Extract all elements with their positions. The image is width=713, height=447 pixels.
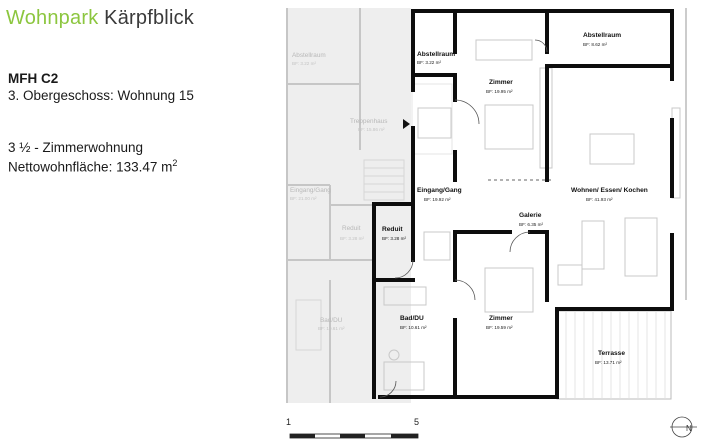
ghost-treppenhaus-area: BF: 15.86 m² xyxy=(358,127,385,132)
area-galerie: BF: 6.35 m² xyxy=(519,222,543,227)
neighbour-stair xyxy=(295,83,453,351)
area-terrasse: BF: 13.71 m² xyxy=(595,360,622,365)
label-eingang: Eingang/Gang xyxy=(417,187,462,194)
area-wohnen: BF: 41.93 m² xyxy=(586,197,613,202)
north-arrow-icon: N xyxy=(670,416,697,438)
label-abstellraum-a: Abstellraum xyxy=(417,51,455,58)
label-bad: Bad/DU xyxy=(400,315,424,322)
label-reduit: Reduit xyxy=(382,226,403,233)
label-zimmer-1: Zimmer xyxy=(489,79,513,86)
neighbour-unit: Abstellraum BF: 3.22 m² Treppenhaus BF: … xyxy=(286,8,453,403)
ghost-abstellraum-name: Abstellraum xyxy=(292,52,326,59)
ghost-abstellraum-area: BF: 3.22 m² xyxy=(292,61,316,66)
ghost-reduit-area: BF: 3.28 m² xyxy=(340,236,364,241)
neighbour-walls xyxy=(286,8,372,403)
ghost-treppenhaus-name: Treppenhaus xyxy=(350,118,387,125)
area-abstellraum-b: BF: 8.62 m² xyxy=(583,42,607,47)
area-abstellraum-a: BF: 3.22 m² xyxy=(417,60,441,65)
brand-title: Wohnpark Kärpfblick xyxy=(6,6,194,30)
ghost-eingang-name: Eingang/Gang xyxy=(290,187,331,194)
entrance-arrow-icon xyxy=(403,119,410,129)
area-eingang: BF: 19.92 m² xyxy=(424,197,451,202)
building-code: MFH C2 xyxy=(8,71,59,86)
net-area-unit-sup: 2 xyxy=(172,158,178,168)
ghost-eingang-area: BF: 21.00 m² xyxy=(290,196,317,201)
label-terrasse: Terrasse xyxy=(598,350,625,357)
scale-end-label: 5 xyxy=(414,417,419,427)
furniture xyxy=(383,39,681,391)
label-zimmer-2: Zimmer xyxy=(489,315,513,322)
door-swings xyxy=(379,39,548,398)
scale-bar: 1 5 xyxy=(286,417,419,439)
label-abstellraum-b: Abstellraum xyxy=(583,32,621,39)
label-galerie: Galerie xyxy=(519,212,542,219)
area-zimmer-1: BF: 19.95 m² xyxy=(486,89,513,94)
ghost-reduit-name: Reduit xyxy=(342,225,361,232)
brand-name-part2: Kärpfblick xyxy=(104,7,194,29)
brand-name-part1: Wohnpark xyxy=(6,7,99,29)
north-label: N xyxy=(686,424,692,433)
area-zimmer-2: BF: 19.59 m² xyxy=(486,325,513,330)
net-area: Nettowohnfläche: 133.47 m2 xyxy=(8,158,177,175)
scale-start-label: 1 xyxy=(286,417,291,427)
area-reduit: BF: 3.28 m² xyxy=(382,236,406,241)
unit-walls xyxy=(372,9,674,399)
room-count: 3 ½ - Zimmerwohnung xyxy=(8,140,144,155)
label-wohnen: Wohnen/ Essen/ Kochen xyxy=(571,187,648,194)
ghost-bad-name: Bad/DU xyxy=(320,317,343,324)
floor-label: 3. Obergeschoss: Wohnung 15 xyxy=(8,88,194,103)
room-labels: Abstellraum BF: 3.22 m² Abstellraum BF: … xyxy=(382,32,648,365)
net-area-text: Nettowohnfläche: 133.47 m xyxy=(8,159,173,175)
ghost-bad-area: BF: 10.61 m² xyxy=(318,326,345,331)
area-bad: BF: 10.61 m² xyxy=(400,325,427,330)
